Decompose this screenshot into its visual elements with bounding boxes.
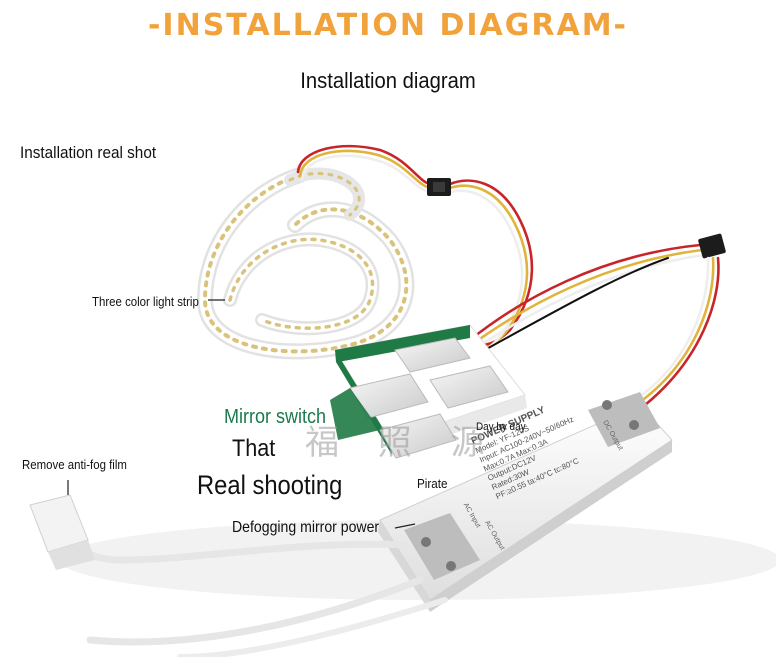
label-three-color-light-strip: Three color light strip bbox=[92, 294, 199, 309]
switch-wires bbox=[468, 243, 706, 359]
watermark: 福 照 源 bbox=[305, 423, 499, 463]
mirror-switch-board bbox=[330, 324, 527, 459]
leader-lines bbox=[67, 299, 416, 529]
label-pirate: Pirate bbox=[417, 476, 448, 491]
label-defogging-mirror-power: Defogging mirror power bbox=[232, 519, 380, 536]
label-that: That bbox=[232, 435, 276, 462]
label-real-shooting: Real shooting bbox=[197, 470, 343, 500]
power-supply-unit bbox=[378, 392, 673, 612]
strip-lead-wires bbox=[296, 144, 534, 357]
led-strip bbox=[196, 167, 415, 360]
label-remove-anti-fog-film: Remove anti-fog film bbox=[22, 457, 127, 472]
page-subtitle: Installation diagram bbox=[300, 68, 476, 93]
right-connector bbox=[698, 233, 726, 259]
plug bbox=[29, 494, 95, 570]
power-lead-wires bbox=[634, 256, 720, 407]
label-installation-real-shot: Installation real shot bbox=[20, 143, 157, 162]
page-banner-title: -INSTALLATION DIAGRAM- bbox=[147, 8, 628, 43]
label-mirror-switch: Mirror switch bbox=[224, 406, 327, 428]
label-day-by-day: Day by day bbox=[476, 421, 526, 433]
